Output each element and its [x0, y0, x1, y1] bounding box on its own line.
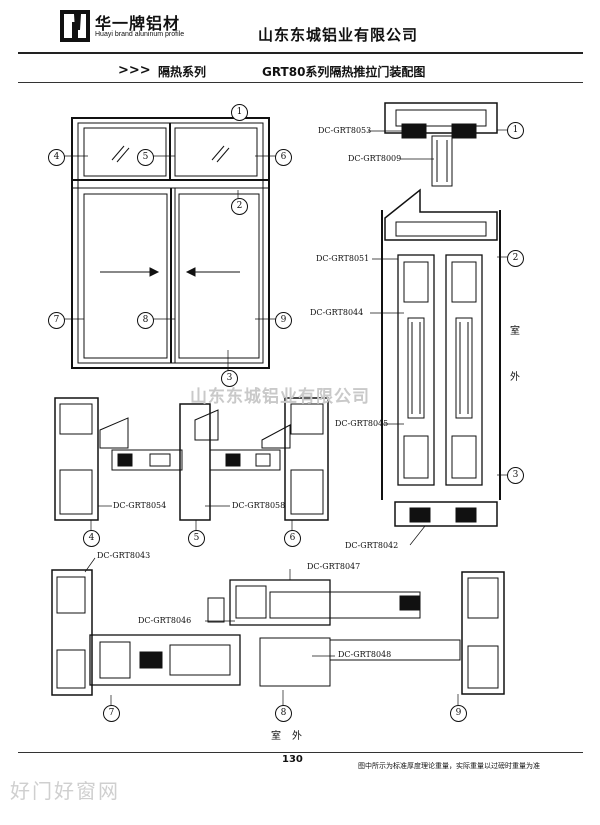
company-name: 山东东城铝业有限公司	[258, 26, 419, 44]
series-name: 隔热系列	[158, 65, 207, 79]
part-label-8051: DC-GRT8051	[316, 254, 370, 263]
footnote: 图中所示为标准厚度理论重量，实际重量以过磅时重量为准	[358, 762, 540, 770]
side-text-indoor-2: 外	[510, 372, 520, 383]
elevation-leaders	[62, 118, 276, 372]
part-label-8048: DC-GRT8048	[338, 650, 392, 659]
callout-7-elevation: 7	[48, 312, 65, 329]
bottom-side-left: 室	[271, 731, 281, 742]
callout-9-elevation: 9	[275, 312, 292, 329]
horizontal-section-456	[54, 397, 329, 521]
subheader-rule	[18, 82, 583, 83]
drawing-title: GRT80系列隔热推拉门装配图	[262, 65, 426, 79]
part-label-8009: DC-GRT8009	[348, 154, 402, 163]
part-label-8058: DC-GRT8058	[232, 501, 286, 510]
part-label-8045: DC-GRT8045	[335, 419, 389, 428]
site-watermark: 好门好窗网	[10, 779, 120, 803]
callout-4-elevation: 4	[48, 149, 65, 166]
part-label-8053: DC-GRT8053	[318, 126, 372, 135]
side-text-indoor-1: 室	[510, 326, 520, 337]
callout-4-section: 4	[83, 530, 100, 547]
bottom-side-right: 外	[292, 731, 302, 742]
callout-2-elevation: 2	[231, 198, 248, 215]
callout-6-elevation: 6	[275, 149, 292, 166]
callout-3-section: 3	[507, 467, 524, 484]
part-label-8044: DC-GRT8044	[310, 308, 364, 317]
part-label-8054: DC-GRT8054	[113, 501, 167, 510]
part-label-8047: DC-GRT8047	[307, 562, 361, 571]
part-label-8043: DC-GRT8043	[97, 551, 151, 560]
horizontal-section-789	[51, 569, 505, 696]
section-arrows: >>>	[118, 63, 151, 78]
callout-1-section: 1	[507, 122, 524, 139]
callout-9-section: 9	[450, 705, 467, 722]
company-watermark: 山东东城铝业有限公司	[190, 387, 370, 407]
vertical-section-leaders	[368, 129, 508, 546]
part-label-8042: DC-GRT8042	[345, 541, 399, 550]
footer-rule	[18, 752, 583, 753]
window-elevation	[71, 117, 270, 369]
brand-name: 华一牌铝材	[95, 14, 181, 33]
callout-5-section: 5	[188, 530, 205, 547]
page-number: 130	[282, 754, 303, 765]
part-label-8046: DC-GRT8046	[138, 616, 192, 625]
callout-8-section: 8	[275, 705, 292, 722]
section-789-leaders	[84, 557, 459, 705]
callout-5-elevation: 5	[137, 149, 154, 166]
callout-8-elevation: 8	[137, 312, 154, 329]
header-rule	[18, 52, 583, 54]
brand-logo	[60, 10, 90, 42]
callout-1-elevation: 1	[231, 104, 248, 121]
vertical-section	[381, 102, 501, 527]
callout-3-elevation: 3	[221, 370, 238, 387]
brand-english-name: Huayi brand aluninum profile	[95, 31, 185, 38]
callout-7-section: 7	[103, 705, 120, 722]
callout-2-section: 2	[507, 250, 524, 267]
callout-6-section: 6	[284, 530, 301, 547]
